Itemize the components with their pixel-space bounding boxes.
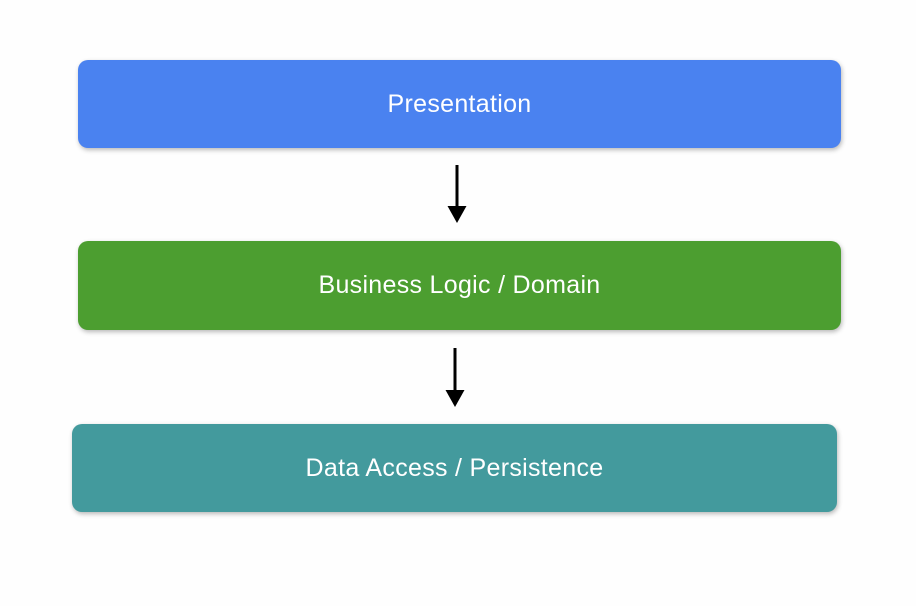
layer-box-presentation: Presentation — [78, 60, 841, 148]
layer-box-business-logic: Business Logic / Domain — [78, 241, 841, 330]
arrow-down-icon — [447, 165, 467, 223]
layer-box-data-access: Data Access / Persistence — [72, 424, 837, 512]
layer-label-presentation: Presentation — [387, 89, 532, 118]
layer-label-business-logic: Business Logic / Domain — [318, 271, 601, 299]
layer-label-data-access: Data Access / Persistence — [305, 453, 604, 482]
arrow-down-icon — [445, 348, 465, 407]
